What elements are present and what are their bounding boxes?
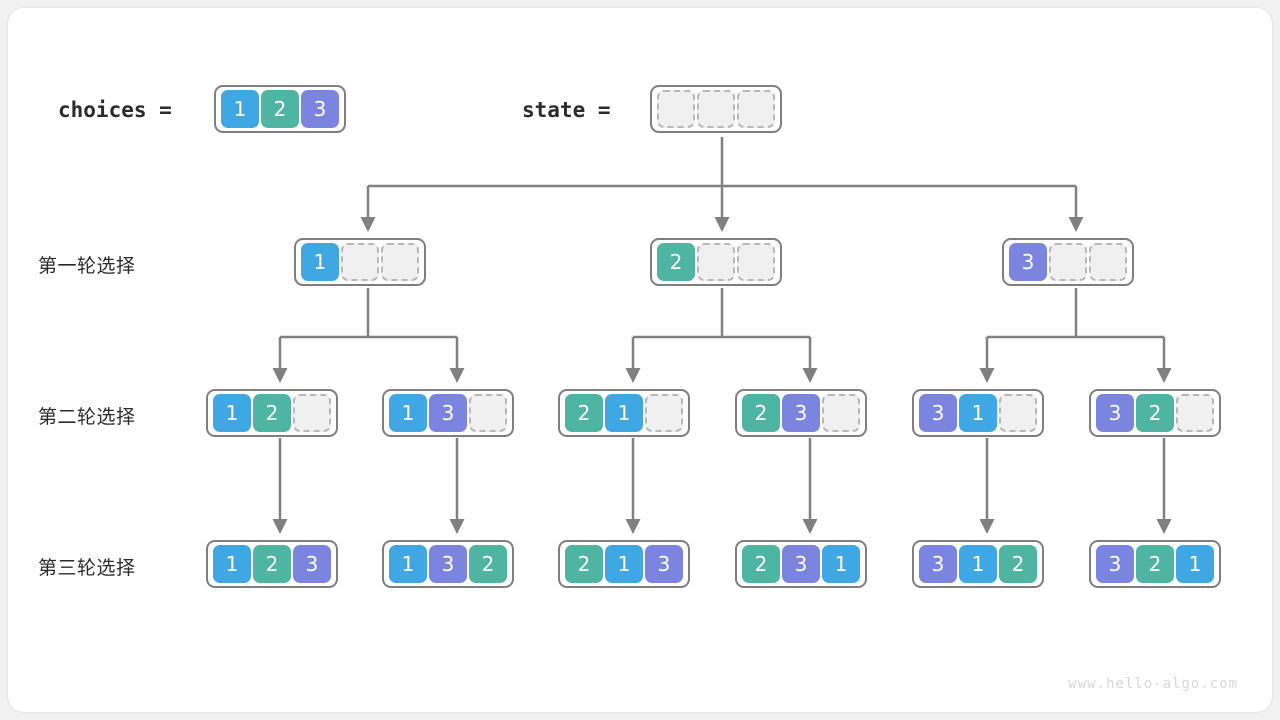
round3-1-cell-1: 3: [429, 545, 467, 583]
round3-2-cell-1: 1: [605, 545, 643, 583]
round1-node-2: 3: [1002, 238, 1134, 286]
round2-5-cell-0: 3: [1096, 394, 1134, 432]
round1-2-cell-2: [1089, 243, 1127, 281]
round2-1-cell-1: 3: [429, 394, 467, 432]
state-cell-2: [737, 90, 775, 128]
state-cell-1: [697, 90, 735, 128]
round2-1-cell-2: [469, 394, 507, 432]
round3-2-cell-0: 2: [565, 545, 603, 583]
round3-5-cell-0: 3: [1096, 545, 1134, 583]
round3-0-cell-0: 1: [213, 545, 251, 583]
round3-3-cell-0: 2: [742, 545, 780, 583]
round2-3-cell-2: [822, 394, 860, 432]
round2-3-cell-1: 3: [782, 394, 820, 432]
round3-3-cell-1: 3: [782, 545, 820, 583]
choices-label: choices =: [58, 98, 172, 122]
round1-1-cell-1: [697, 243, 735, 281]
state-array: [650, 85, 782, 133]
watermark: www.hello-algo.com: [1068, 676, 1238, 692]
round2-4-cell-1: 1: [959, 394, 997, 432]
round3-1-cell-0: 1: [389, 545, 427, 583]
diagram-card: [8, 8, 1272, 712]
round2-0-cell-1: 2: [253, 394, 291, 432]
round3-0-cell-1: 2: [253, 545, 291, 583]
row-label-round-3: 第三轮选择: [38, 557, 136, 579]
round3-4-cell-2: 2: [999, 545, 1037, 583]
round2-4-cell-2: [999, 394, 1037, 432]
round3-4-cell-1: 1: [959, 545, 997, 583]
state-cell-0: [657, 90, 695, 128]
round3-2-cell-2: 3: [645, 545, 683, 583]
round1-0-cell-2: [381, 243, 419, 281]
round1-2-cell-1: [1049, 243, 1087, 281]
round2-0-cell-2: [293, 394, 331, 432]
round3-4-cell-0: 3: [919, 545, 957, 583]
round3-0-cell-2: 3: [293, 545, 331, 583]
choices-cell-0: 1: [221, 90, 259, 128]
row-label-round-1: 第一轮选择: [38, 255, 136, 277]
choices-cell-2: 3: [301, 90, 339, 128]
round2-2-cell-1: 1: [605, 394, 643, 432]
state-label: state =: [522, 98, 611, 122]
round1-0-cell-0: 1: [301, 243, 339, 281]
round1-0-cell-1: [341, 243, 379, 281]
choices-cell-1: 2: [261, 90, 299, 128]
round1-node-1: 2: [650, 238, 782, 286]
round1-1-cell-2: [737, 243, 775, 281]
round3-5-cell-1: 2: [1136, 545, 1174, 583]
round2-5-cell-2: [1176, 394, 1214, 432]
round3-3-cell-2: 1: [822, 545, 860, 583]
round2-3-cell-0: 2: [742, 394, 780, 432]
round1-node-0: 1: [294, 238, 426, 286]
round2-2-cell-2: [645, 394, 683, 432]
round2-0-cell-0: 1: [213, 394, 251, 432]
round2-1-cell-0: 1: [389, 394, 427, 432]
round1-2-cell-0: 3: [1009, 243, 1047, 281]
round3-1-cell-2: 2: [469, 545, 507, 583]
round2-2-cell-0: 2: [565, 394, 603, 432]
round3-5-cell-2: 1: [1176, 545, 1214, 583]
row-label-round-2: 第二轮选择: [38, 406, 136, 428]
round1-1-cell-0: 2: [657, 243, 695, 281]
round2-4-cell-0: 3: [919, 394, 957, 432]
round2-5-cell-1: 2: [1136, 394, 1174, 432]
